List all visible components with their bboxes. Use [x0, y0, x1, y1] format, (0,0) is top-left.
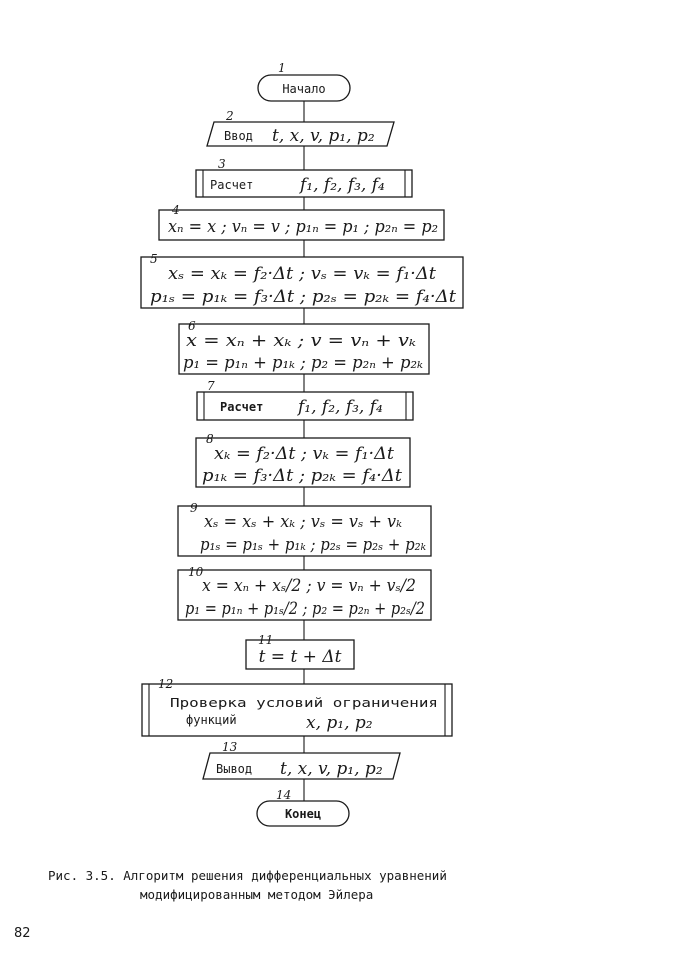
k-step-formula-2: p₁ₖ = f₃·Δt ; p₂ₖ = f₄·Δt — [202, 466, 402, 486]
block-init: 4 xₙ = x ; vₙ = v ; p₁ₙ = p₁ ; p₂ₙ = p₂ — [158, 203, 445, 241]
k-step-formula-1: xₖ = f₂·Δt ; vₖ = f₁·Δt — [214, 444, 394, 464]
calc-label: Расчет — [220, 400, 263, 414]
block-number: 1 — [278, 61, 286, 75]
block-number: 13 — [222, 740, 238, 754]
calc-functions: f₁, f₂, f₃, f₄ — [298, 175, 385, 195]
check-label-line-1: Проверка условий ограничения — [170, 696, 438, 710]
figure-caption: Рис. 3.5. Алгоритм решения дифференциаль… — [48, 866, 608, 904]
block-number: 5 — [150, 252, 158, 266]
accumulate-formula-1: xₛ = xₛ + xₖ ; vₛ = vₛ + vₖ — [204, 512, 402, 532]
update-1-formula-2: p₁ = p₁ₙ + p₁ₖ ; p₂ = p₂ₙ + p₂ₖ — [183, 353, 423, 373]
calc-functions: f₁, f₂, f₃, f₄ — [296, 397, 383, 417]
block-k-step: 8 xₖ = f₂·Δt ; vₖ = f₁·Δt p₁ₖ = f₃·Δt ; … — [195, 432, 411, 488]
check-variables: x, p₁, p₂ — [306, 713, 373, 733]
block-calc-2: 7 Расчет f₁, f₂, f₃, f₄ — [196, 379, 414, 421]
block-number: 10 — [188, 565, 204, 579]
block-number: 4 — [171, 203, 180, 217]
block-calc-1: 3 Расчет f₁, f₂, f₃, f₄ — [195, 157, 413, 198]
block-number: 14 — [276, 788, 291, 802]
block-accumulate: 9 xₛ = xₛ + xₖ ; vₛ = vₛ + vₖ p₁ₛ = p₁ₛ … — [177, 501, 432, 557]
block-number: 2 — [225, 109, 234, 123]
output-label: Вывод — [216, 762, 252, 776]
init-formula: xₙ = x ; vₙ = v ; p₁ₙ = p₁ ; p₂ₙ = p₂ — [168, 217, 438, 237]
page-number: 82 — [14, 926, 31, 941]
first-step-formula-1: xₛ = xₖ = f₂·Δt ; vₛ = vₖ = f₁·Δt — [168, 264, 436, 284]
block-number: 11 — [258, 633, 273, 647]
block-end: 14 Конец — [256, 788, 350, 827]
output-variables: t, x, v, p₁, p₂ — [280, 759, 383, 779]
block-number: 6 — [188, 319, 196, 333]
block-check-constraints: 12 Проверка условий ограничения функций … — [141, 677, 453, 737]
time-step-formula: t = t + Δt — [259, 647, 342, 667]
accumulate-formula-2: p₁ₛ = p₁ₛ + p₁ₖ ; p₂ₛ = p₂ₛ + p₂ₖ — [200, 535, 426, 555]
end-label: Конец — [285, 807, 321, 821]
block-update-1: 6 x = xₙ + xₖ ; v = vₙ + vₖ p₁ = p₁ₙ + p… — [178, 319, 430, 375]
input-label: Ввод — [224, 129, 253, 143]
block-number: 9 — [190, 501, 198, 515]
caption-line-1: Рис. 3.5. Алгоритм решения дифференциаль… — [48, 868, 447, 883]
block-output: 13 Вывод t, x, v, p₁, p₂ — [202, 740, 401, 780]
block-update-2: 10 x = xₙ + xₛ/2 ; v = vₙ + vₛ/2 p₁ = p₁… — [177, 565, 432, 621]
check-label-line-2: функций — [186, 713, 237, 727]
start-label: Начало — [282, 82, 325, 96]
block-input: 2 Ввод t, x, v, p₁, p₂ — [206, 109, 395, 147]
block-start: 1 Начало — [257, 61, 351, 102]
block-first-step: 5 xₛ = xₖ = f₂·Δt ; vₛ = vₖ = f₁·Δt p₁ₛ … — [140, 252, 464, 309]
update-1-formula-1: x = xₙ + xₖ ; v = vₙ + vₖ — [186, 331, 416, 351]
update-2-formula-2: p₁ = p₁ₙ + p₁ₛ/2 ; p₂ = p₂ₙ + p₂ₛ/2 — [185, 599, 425, 619]
caption-line-2: модифицированным методом Эйлера — [140, 887, 374, 902]
input-variables: t, x, v, p₁, p₂ — [272, 126, 375, 146]
block-number: 3 — [218, 157, 226, 171]
block-time-step: 11 t = t + Δt — [245, 633, 355, 670]
block-number: 7 — [207, 379, 215, 393]
calc-label: Расчет — [210, 178, 253, 192]
update-2-formula-1: x = xₙ + xₛ/2 ; v = vₙ + vₛ/2 — [202, 576, 416, 596]
first-step-formula-2: p₁ₛ = p₁ₖ = f₃·Δt ; p₂ₛ = p₂ₖ = f₄·Δt — [150, 287, 456, 307]
block-number: 12 — [158, 677, 173, 691]
block-number: 8 — [206, 432, 214, 446]
